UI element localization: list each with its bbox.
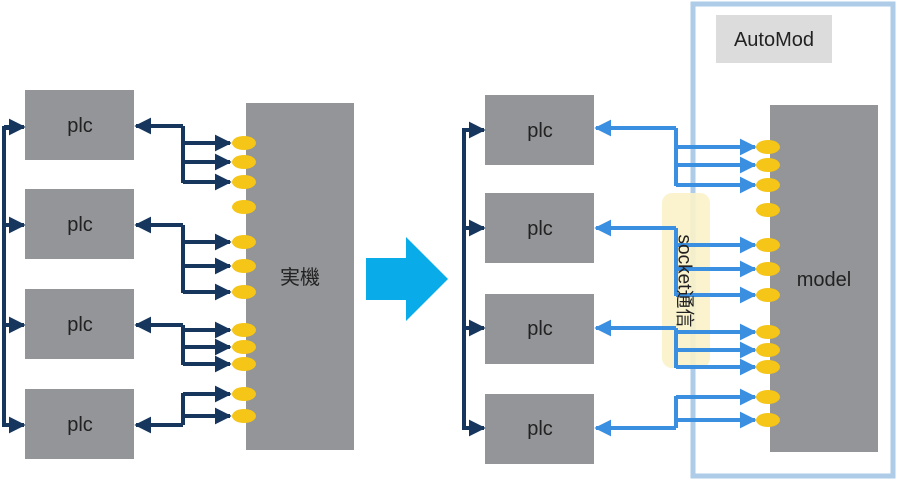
left-plc-label-4: plc bbox=[67, 414, 93, 436]
left-connectors bbox=[232, 136, 256, 423]
left-plc-label-1: plc bbox=[67, 115, 93, 137]
right-plc-label-4: plc bbox=[527, 418, 553, 440]
right-plc-box-1 bbox=[485, 95, 594, 165]
right-plc-box-3 bbox=[485, 294, 594, 364]
right-connections bbox=[594, 119, 757, 437]
right-plc-box-4 bbox=[485, 394, 594, 464]
left-connections bbox=[134, 117, 232, 434]
right-arrow-icon bbox=[366, 237, 448, 321]
right-connectors bbox=[756, 140, 780, 427]
real-device-box bbox=[246, 103, 354, 450]
right-plc-label-2: plc bbox=[527, 218, 553, 240]
automod-label-box bbox=[716, 15, 832, 63]
left-plc-label-2: plc bbox=[67, 214, 93, 236]
right-plc-label-3: plc bbox=[527, 318, 553, 340]
model-label: model bbox=[796, 269, 852, 291]
automod-label: AutoMod bbox=[733, 29, 815, 51]
socket-communication-label: socket通信 bbox=[673, 234, 695, 328]
left-diagram bbox=[2, 90, 354, 459]
right-plc-label-1: plc bbox=[527, 120, 553, 142]
left-plc-box-3 bbox=[25, 289, 134, 359]
right-plc-bus bbox=[462, 121, 486, 437]
left-plc-label-3: plc bbox=[67, 314, 93, 336]
right-diagram bbox=[462, 1, 896, 479]
model-box bbox=[770, 105, 878, 452]
left-plc-box-4 bbox=[25, 389, 134, 459]
left-plc-box-2 bbox=[25, 189, 134, 259]
left-plc-bus bbox=[2, 118, 26, 434]
real-device-label: 実機 bbox=[280, 267, 320, 289]
left-plc-box-1 bbox=[25, 90, 134, 160]
right-plc-box-2 bbox=[485, 193, 594, 263]
